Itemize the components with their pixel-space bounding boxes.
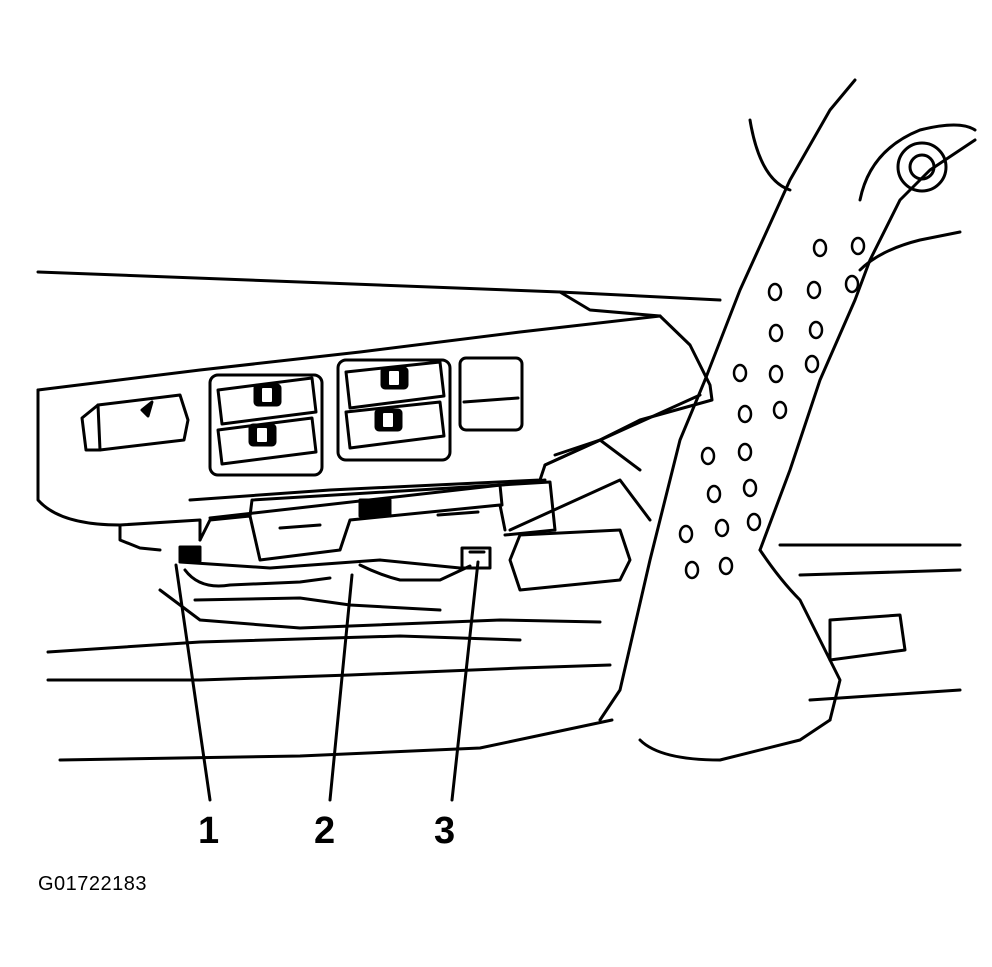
leader-lines xyxy=(174,560,480,802)
callout-number-1: 1 xyxy=(198,810,220,852)
door-trim-lower xyxy=(46,438,652,762)
leader-line-2 xyxy=(328,573,354,802)
window-lock-switch xyxy=(458,356,524,432)
leader-line-1 xyxy=(174,563,212,802)
mirror-switch xyxy=(80,393,190,452)
figure-id: G01722183 xyxy=(38,873,148,895)
leader-line-3 xyxy=(450,560,480,802)
window-switch-group-left xyxy=(208,373,324,477)
door-trim-upper xyxy=(36,270,722,527)
window-switch-group-right xyxy=(336,358,452,462)
callout-number-3: 3 xyxy=(434,810,456,852)
switch-housing xyxy=(178,480,557,612)
grip-dots xyxy=(678,236,866,580)
grab-handle xyxy=(598,78,977,762)
callout-number-2: 2 xyxy=(314,810,336,852)
